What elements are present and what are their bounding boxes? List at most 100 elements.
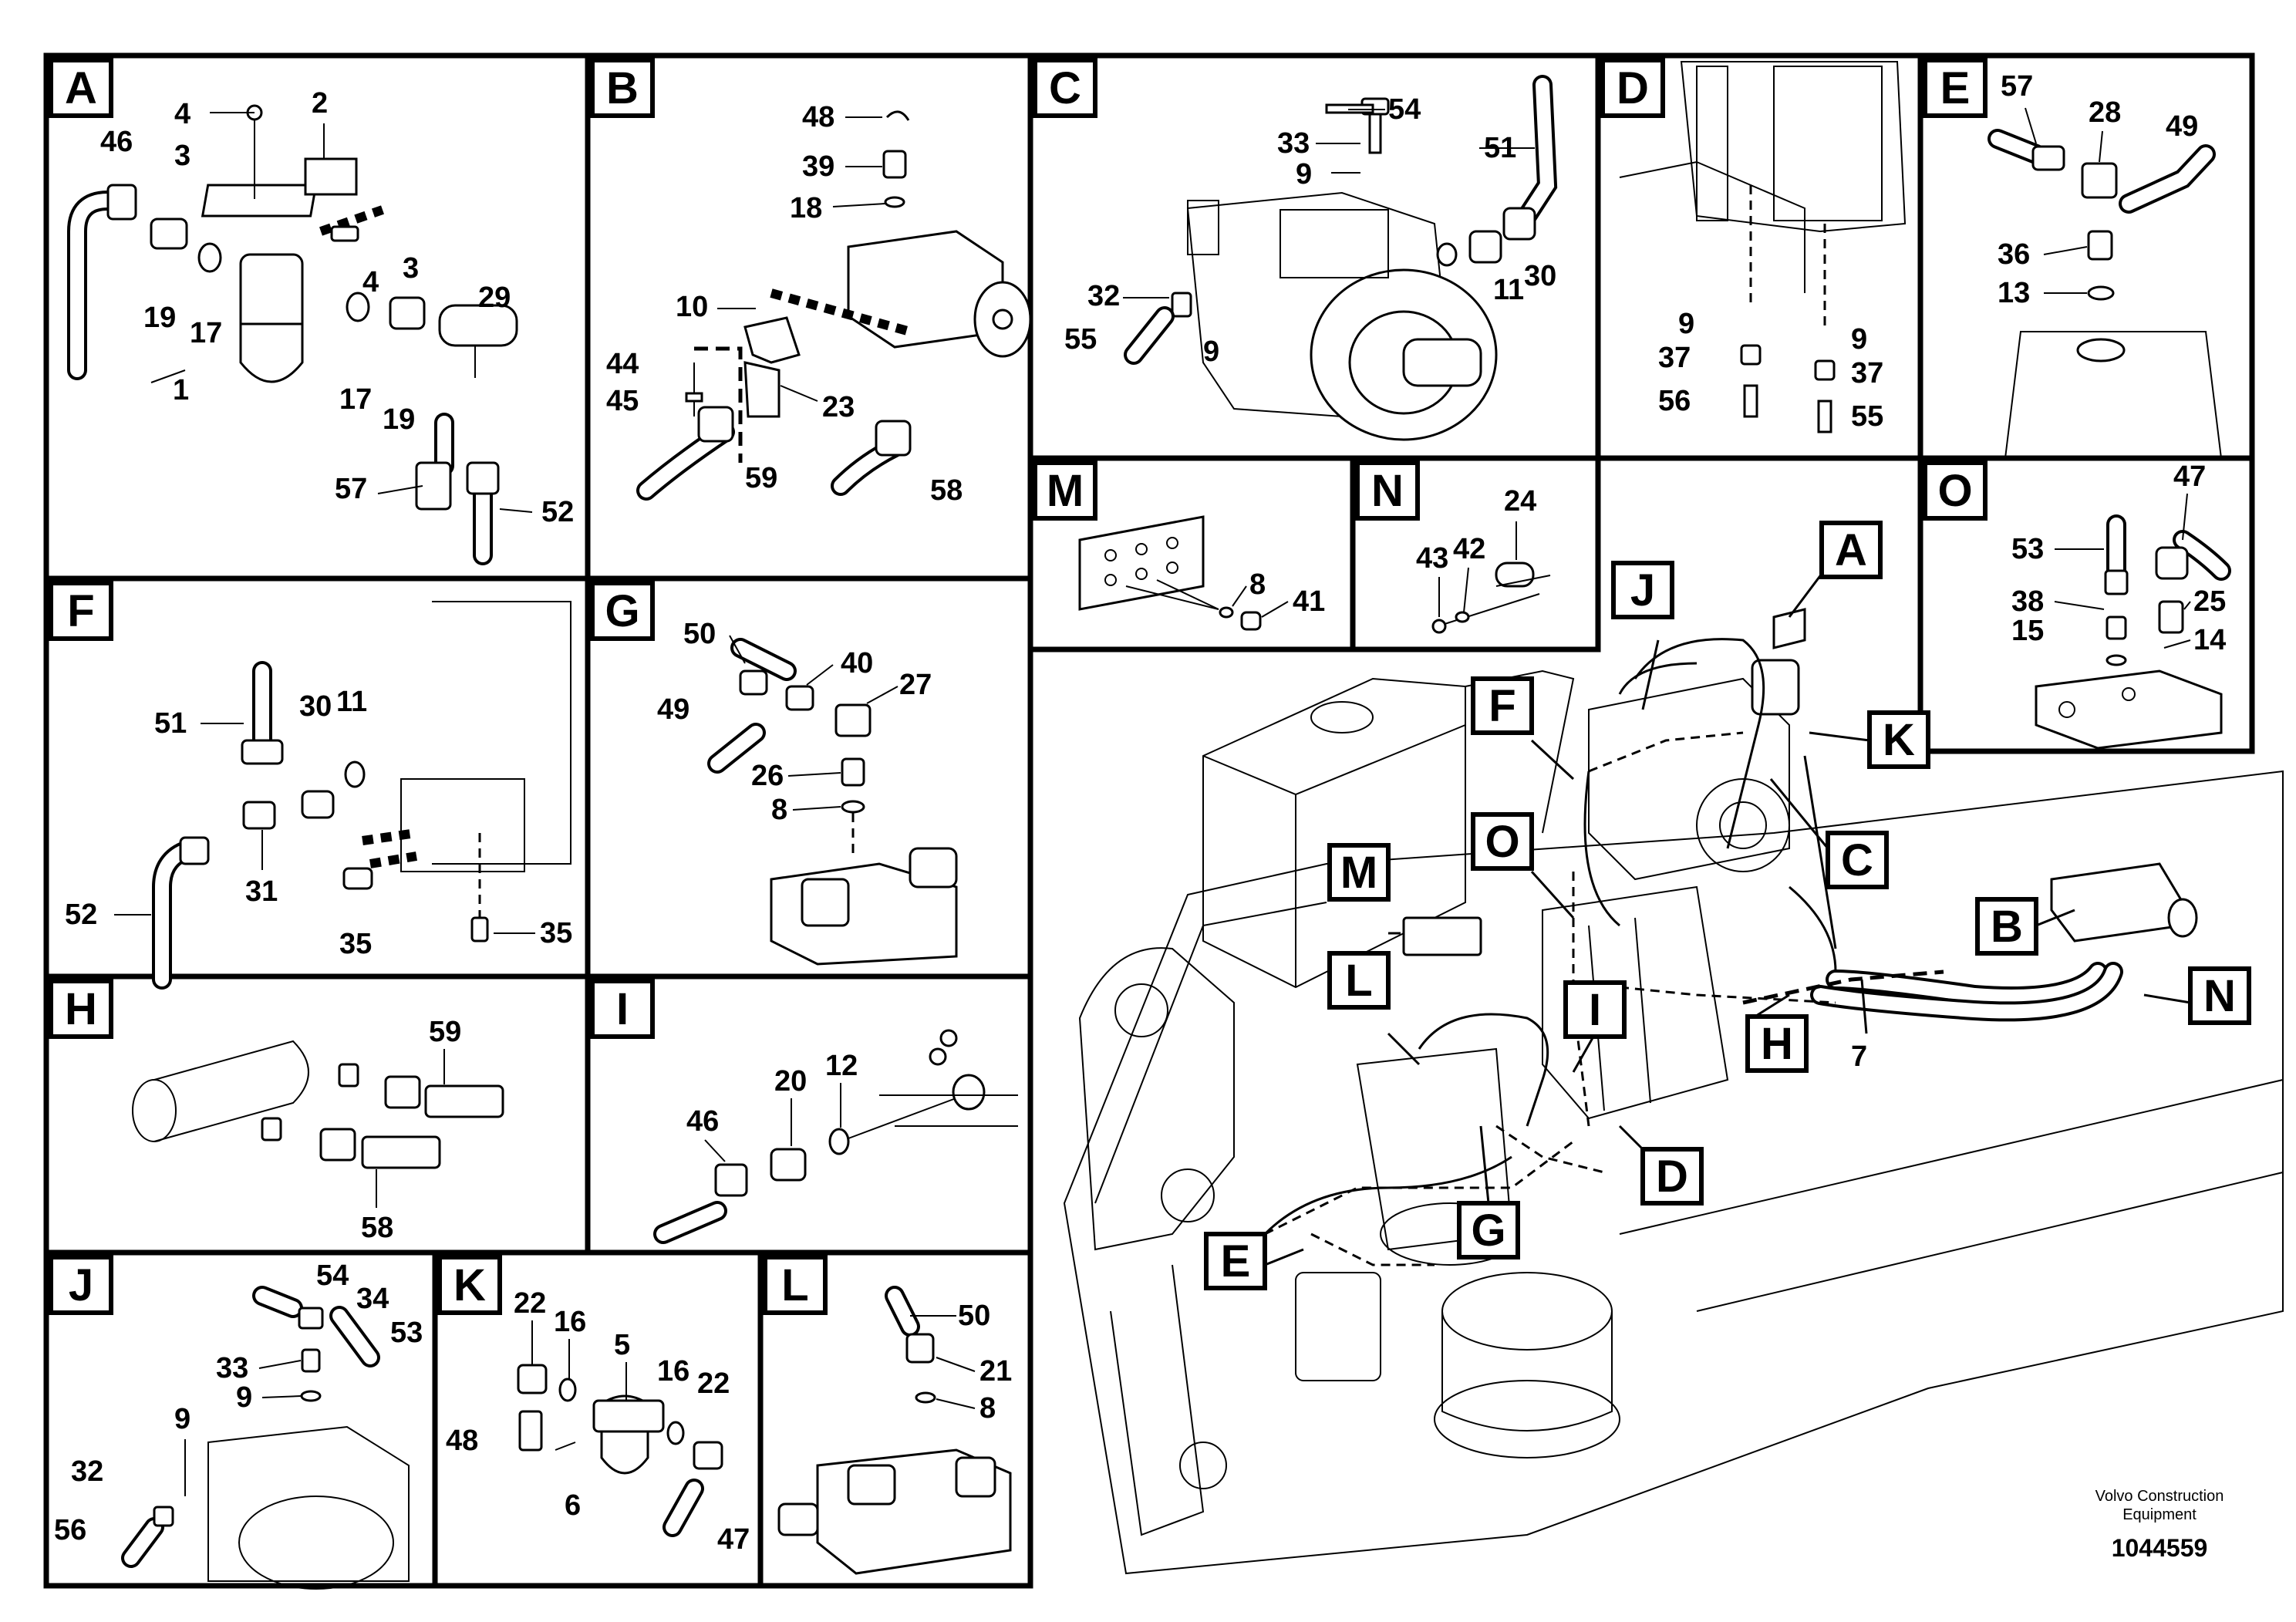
panel-k-artwork [517,1364,723,1537]
panel-e-artwork [1988,129,2223,459]
panel-n-callouts: 24 43 42 [1416,485,1536,617]
callout: 31 [245,875,278,908]
callout: 8 [979,1392,996,1425]
panel-j-artwork [121,1286,410,1590]
overview-callout-7: 7 [1851,1040,1867,1073]
overview-badge-e: E [1204,1232,1267,1290]
svg-text:L: L [1345,956,1372,1006]
callout: 27 [899,669,932,701]
callout: 21 [979,1355,1012,1388]
callout: 44 [606,348,639,380]
panel-a-badge: A [49,58,113,118]
overview-badge-d: D [1640,1147,1704,1206]
panel-a-callouts: 4 2 3 46 3 4 29 19 17 1 17 19 57 52 [100,87,574,528]
svg-text:M: M [1047,466,1084,516]
overview-badge-l: L [1327,951,1391,1010]
svg-text:N: N [2203,971,2236,1021]
callout: 59 [745,462,777,494]
callout: 14 [2193,624,2226,656]
panel-b-badge: B [590,58,655,118]
brand-line-2: Equipment [2122,1506,2197,1523]
panel-a-artwork [67,104,518,565]
panel-m-artwork [1078,515,1262,631]
panel-l: L 50 21 8 [763,1255,1012,1575]
overview-view: A J F K O C M [1063,521,2284,1575]
callout: 53 [2011,533,2044,565]
panel-l-callouts: 50 21 8 [910,1300,1012,1425]
panel-l-artwork [777,1286,1012,1575]
callout: 47 [2173,460,2206,493]
callout: 26 [751,760,784,792]
panel-f-frame [43,575,591,980]
panel-l-badge: L [763,1255,828,1315]
callout: 17 [190,317,222,349]
callout: 19 [143,302,176,334]
overview-badge-k: K [1867,710,1930,769]
document-number: 1044559 [2112,1534,2208,1562]
panel-g-callouts: 50 40 27 49 26 8 [657,618,932,826]
panel-f-callouts: 51 30 11 52 31 35 35 [65,686,572,960]
svg-text:G: G [1471,1206,1505,1256]
callout: 30 [299,690,332,723]
panel-j-badge: J [49,1255,113,1315]
callout: 58 [361,1212,393,1244]
callout: 1 [173,374,189,406]
callout: 4 [362,266,379,298]
svg-text:O: O [1937,466,1972,516]
callout: 9 [1296,158,1312,191]
svg-text:A: A [1835,525,1867,575]
callout: 2 [312,87,328,120]
callout: 9 [1203,336,1219,368]
svg-text:C: C [1841,835,1873,885]
svg-text:O: O [1485,817,1519,867]
callout: 15 [2011,615,2044,647]
callout: 5 [614,1329,630,1361]
overview-badge-n: N [2188,966,2251,1025]
callout: 3 [403,252,419,285]
panel-n-badge: N [1355,460,1420,521]
svg-text:E: E [1940,63,1971,113]
callout: 58 [930,474,963,507]
callout: 12 [825,1050,858,1082]
callout: 36 [1998,238,2030,271]
callout: 46 [686,1105,719,1138]
panel-d: D 9 37 56 9 37 55 [1600,58,1907,433]
callout: 47 [717,1523,750,1556]
panel-b-artwork [636,110,1032,501]
panel-d-frame [1595,52,1923,461]
svg-text:F: F [67,586,94,636]
svg-text:G: G [605,586,639,636]
panel-n-artwork [1431,561,1551,634]
panel-h-frame [43,973,591,1256]
callout: 9 [174,1403,190,1435]
callout: 51 [154,707,187,740]
panel-k-badge: K [437,1255,502,1315]
panel-c-badge: C [1033,58,1097,118]
panel-f-artwork [152,601,571,990]
callout: 49 [2166,110,2198,143]
svg-text:D: D [1656,1152,1688,1202]
svg-text:F: F [1489,681,1515,731]
svg-text:B: B [606,63,639,113]
callout: 54 [316,1259,349,1292]
callout: 54 [1388,93,1421,126]
callout: 11 [1493,274,1524,306]
callout: 32 [1087,280,1120,312]
callout: 43 [1416,542,1448,575]
callout: 49 [657,693,689,726]
overview-badge-b: B [1975,897,2038,956]
svg-text:J: J [1630,565,1655,615]
svg-text:L: L [781,1260,808,1310]
callout: 35 [339,928,372,960]
svg-text:I: I [616,984,629,1034]
panel-k-callouts: 22 16 5 16 22 48 6 47 [446,1287,750,1556]
footer: Volvo Construction Equipment 1044559 [2095,1488,2224,1562]
callout: 24 [1504,485,1536,518]
panel-o-badge: O [1923,460,1988,521]
overview-badge-f: F [1471,676,1534,735]
callout: 9 [1851,323,1867,356]
overview-badge-j: J [1611,561,1674,619]
callout: 32 [71,1455,103,1488]
panel-a: A 4 2 [49,58,574,565]
panel-h: H 59 58 [49,979,504,1244]
